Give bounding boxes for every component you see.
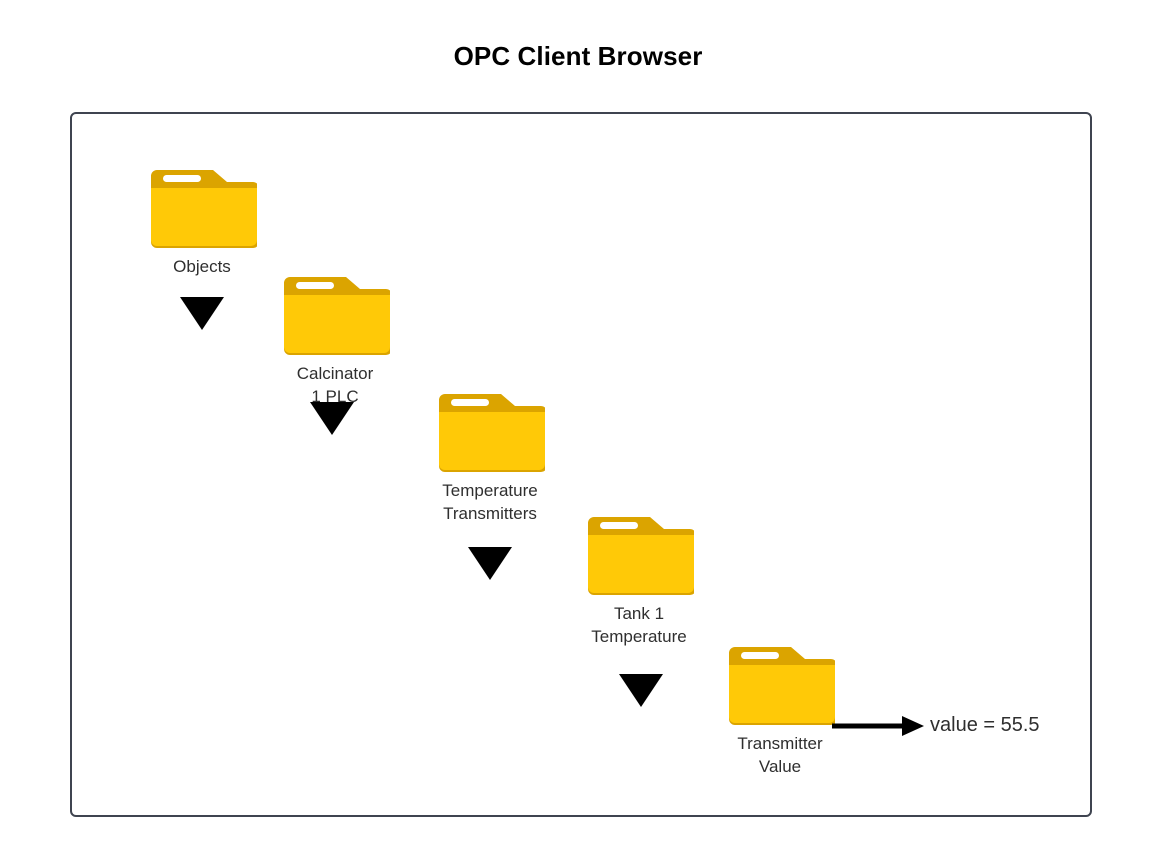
- node-label: Transmitter Value: [737, 734, 823, 776]
- diagram-canvas: Objects Calcinator 1 PLC Temperature Tra…: [70, 112, 1092, 817]
- arrow-right-icon: [832, 715, 926, 737]
- folder-icon: [147, 164, 257, 252]
- node-label: Tank 1 Temperature: [591, 604, 687, 646]
- node-tank-1-temperature[interactable]: Tank 1 Temperature: [584, 511, 694, 646]
- page-title: OPC Client Browser: [453, 41, 703, 71]
- node-objects[interactable]: Objects: [147, 164, 257, 276]
- folder-icon: [584, 511, 694, 599]
- node-temperature-transmitters[interactable]: Temperature Transmitters: [435, 388, 545, 523]
- folder-icon: [280, 271, 390, 359]
- node-label: Objects: [173, 257, 231, 276]
- folder-icon: [435, 388, 545, 476]
- folder-icon: [725, 641, 835, 729]
- node-label: Calcinator 1 PLC: [296, 364, 374, 406]
- value-readout-text: value = 55.5: [930, 714, 1040, 736]
- node-label: Temperature Transmitters: [442, 481, 538, 523]
- node-calcinator-1-plc[interactable]: Calcinator 1 PLC: [280, 271, 390, 406]
- node-transmitter-value[interactable]: Transmitter Value: [725, 641, 835, 776]
